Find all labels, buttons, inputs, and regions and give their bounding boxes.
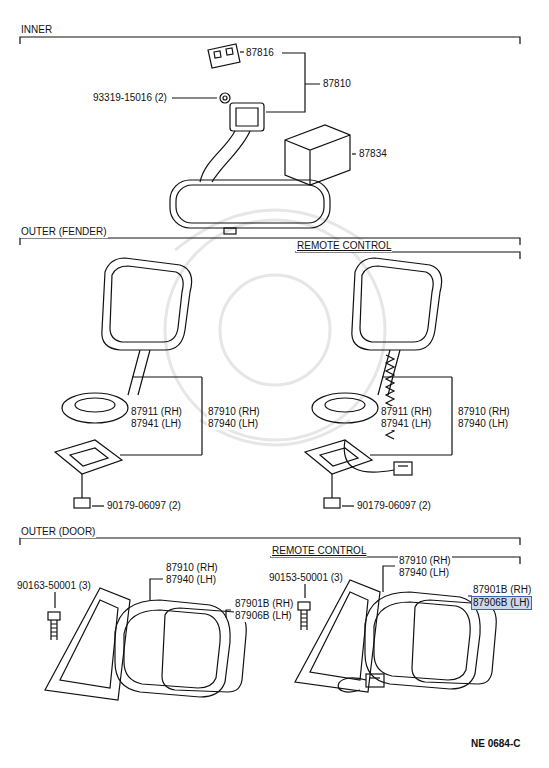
callout-number: 87901B (RH)	[234, 598, 294, 610]
callout-number: 87901B (RH)	[472, 584, 532, 596]
section-heading: REMOTE CONTROL	[271, 545, 367, 557]
callout-number: 87911 (RH)	[380, 406, 433, 418]
callout-number: 90179-06097 (2)	[356, 500, 432, 512]
callout-number: 87910 (RH)	[398, 555, 452, 567]
callout-number: 87941 (LH)	[130, 418, 182, 430]
callout-number: 87940 (LH)	[207, 418, 259, 430]
callout-number: 87940 (LH)	[457, 418, 509, 430]
callout-number: 90153-50001 (3)	[268, 572, 344, 584]
callout-number: 87940 (LH)	[165, 574, 217, 586]
callout-number: 87910 (RH)	[207, 406, 261, 418]
callout-number: 87816	[245, 47, 275, 59]
callout-number: 87911 (RH)	[130, 406, 183, 418]
section-heading: REMOTE CONTROL	[296, 240, 392, 252]
section-heading: OUTER (DOOR)	[20, 526, 96, 538]
callout-number: 90179-06097 (2)	[106, 500, 182, 512]
callout-number: 87910 (RH)	[165, 562, 219, 574]
callout-number: 93319-15016 (2)	[92, 92, 168, 104]
drawing-number: NE 0684-C	[470, 738, 521, 750]
callout-number: 87810	[322, 78, 352, 90]
callout-number: 87834	[358, 148, 388, 160]
callout-number: 87906B (LH)	[234, 610, 293, 622]
callout-number: 87940 (LH)	[398, 567, 450, 579]
callout-number: 87906B (LH)	[472, 597, 531, 609]
section-heading: INNER	[20, 24, 53, 36]
callout-number: 87941 (LH)	[380, 418, 432, 430]
callout-number: 87910 (RH)	[457, 406, 511, 418]
section-heading: OUTER (FENDER)	[20, 226, 108, 238]
callout-number: 90163-50001 (3)	[16, 580, 92, 592]
